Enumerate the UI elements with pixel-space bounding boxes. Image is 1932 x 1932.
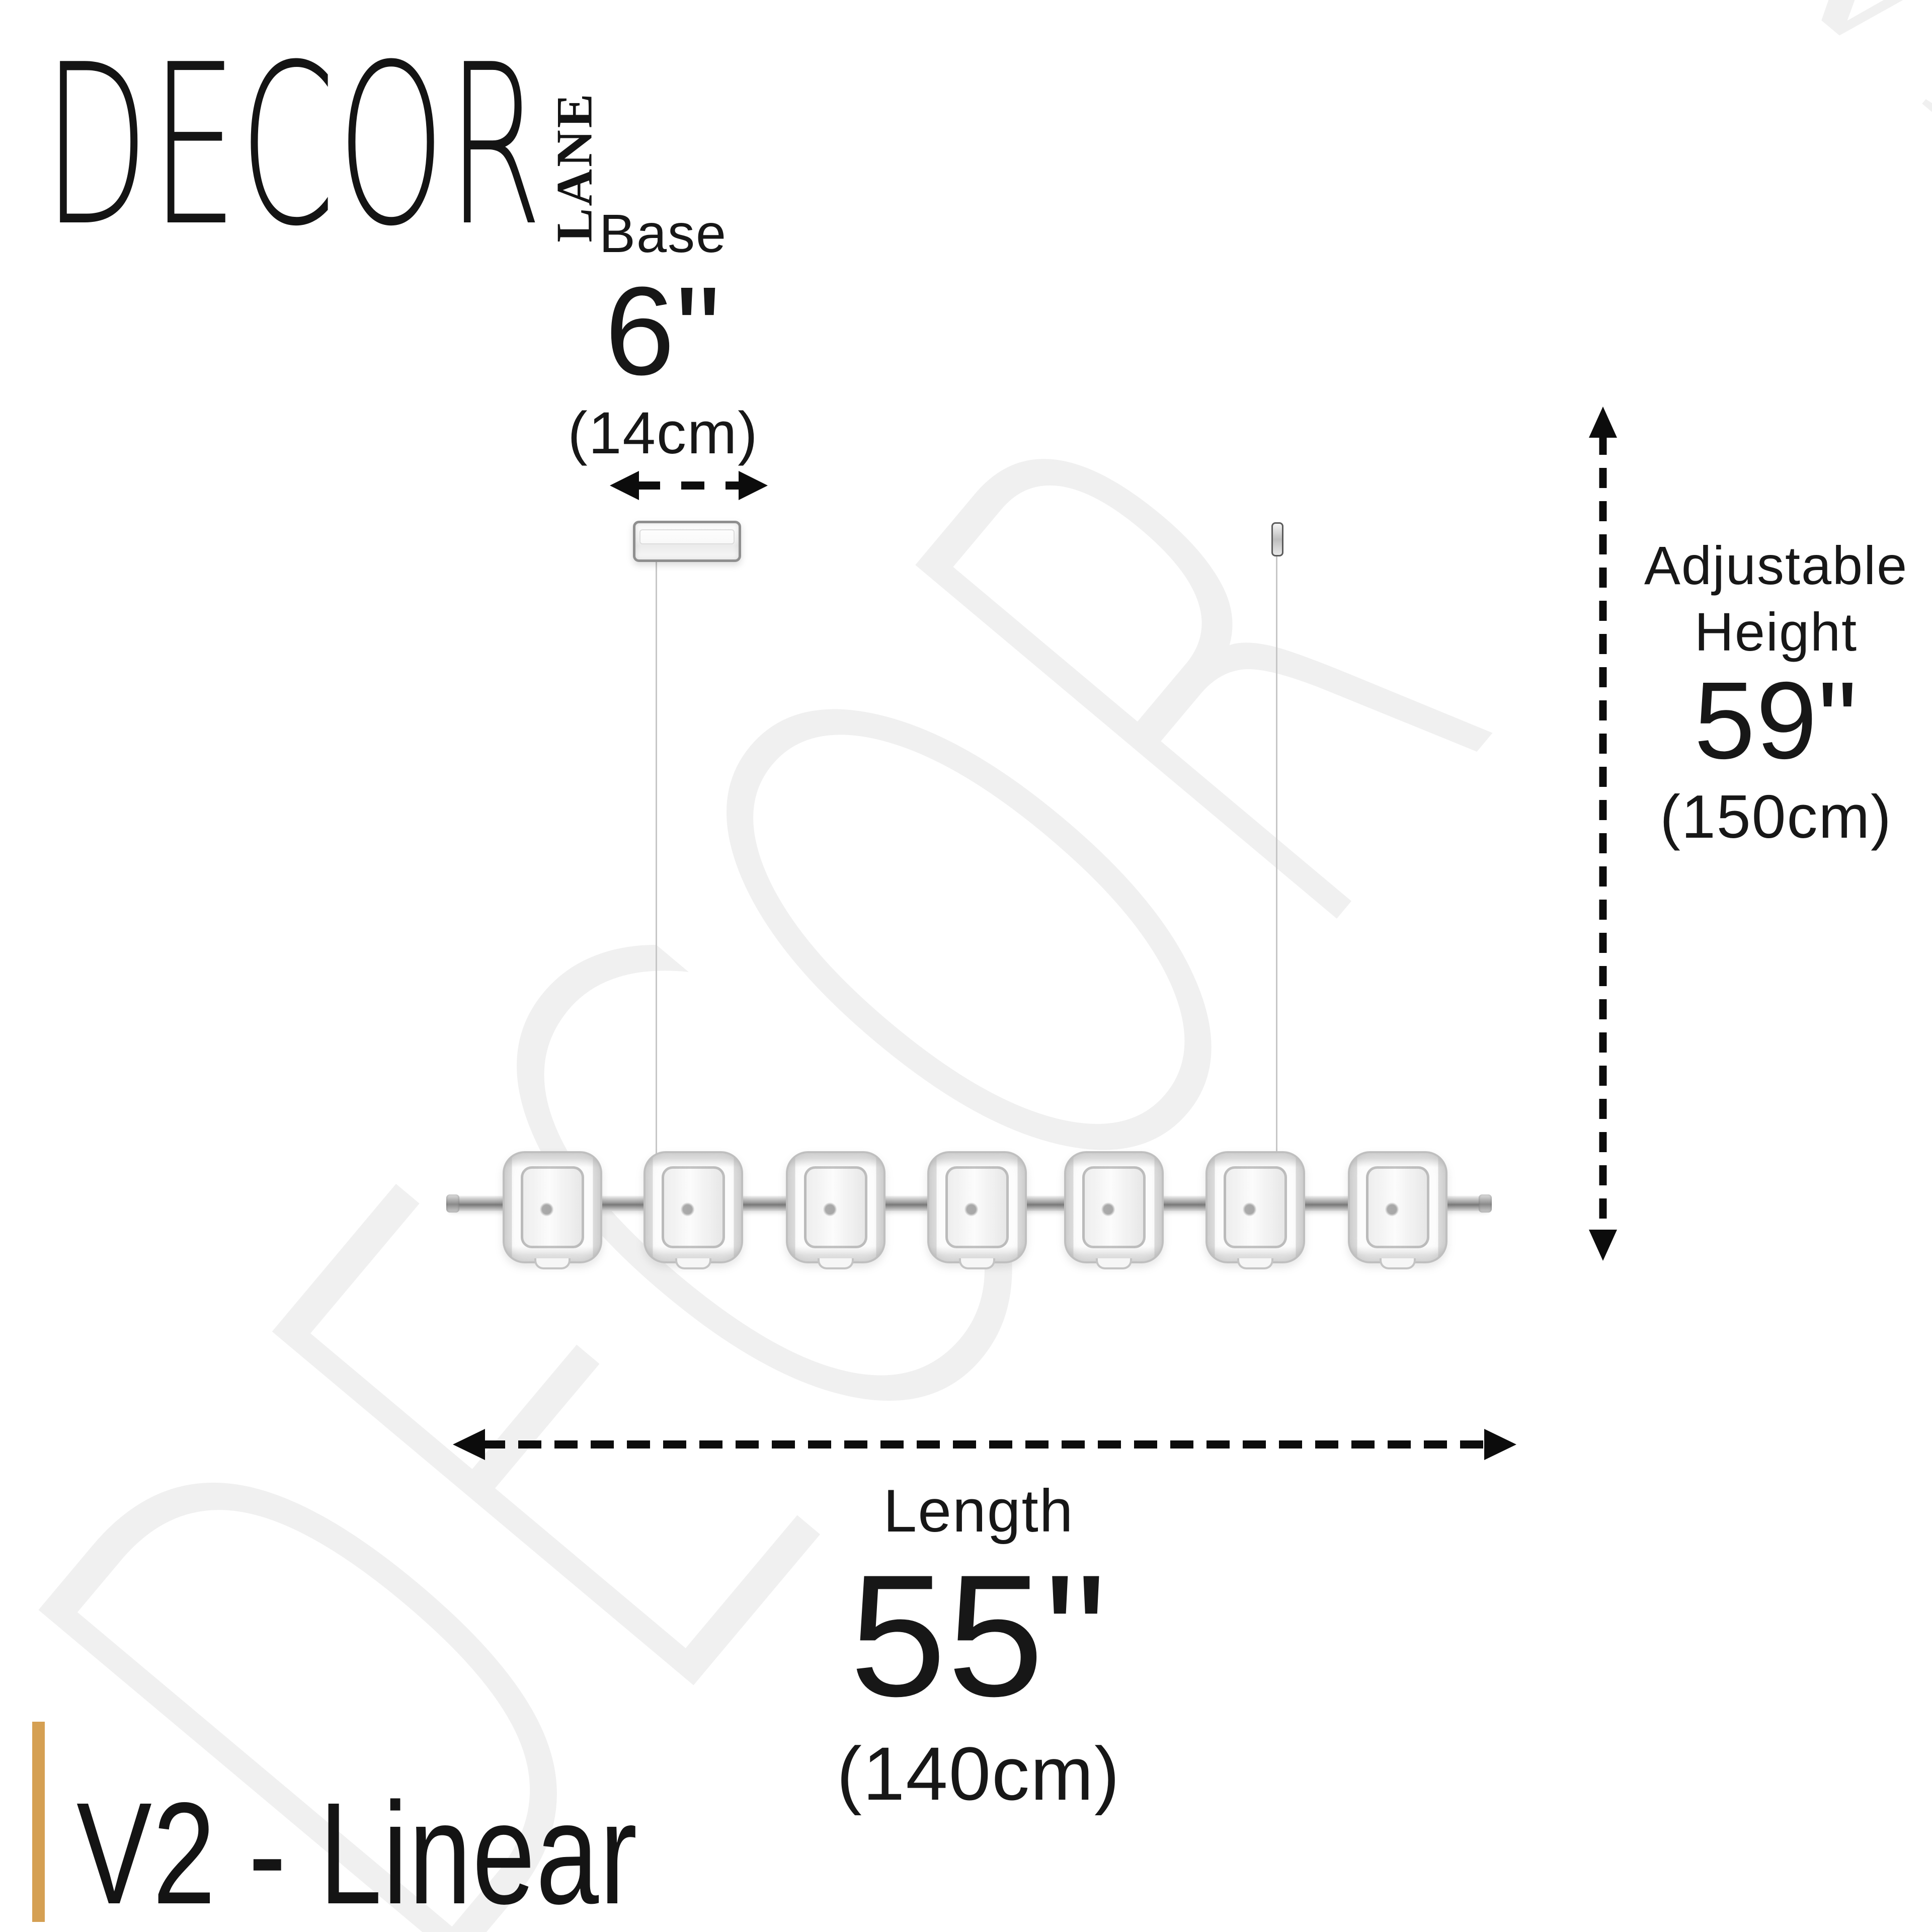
- variant-title: V2 - Linear: [76, 1773, 638, 1932]
- arrow-left-head-icon: [453, 1429, 485, 1460]
- base-metric: (14cm): [568, 399, 759, 466]
- length-arrow-icon: [453, 1429, 1516, 1460]
- brand-logo-decor: DECOR: [43, 17, 544, 275]
- arrow-right-head-icon: [1484, 1429, 1516, 1460]
- arrow-right-head-icon: [739, 471, 768, 500]
- base-dimension-block: Base 6" (14cm): [568, 200, 758, 472]
- glass-shade: [643, 1151, 743, 1263]
- height-inches: 59": [1694, 659, 1858, 782]
- length-inches: 55": [849, 1539, 1108, 1733]
- glass-shade: [1064, 1151, 1164, 1263]
- arrow-up-head-icon: [1589, 407, 1617, 438]
- accent-gold-bar: [32, 1722, 45, 1922]
- arrow-dashed-line: [482, 1440, 1487, 1448]
- glass-shade: [503, 1151, 602, 1263]
- suspension-wire-left: [656, 556, 657, 1201]
- rod-end-cap-left: [446, 1194, 459, 1213]
- wire-connector: [1271, 522, 1283, 556]
- base-label: Base: [599, 203, 728, 264]
- base-inches: 6": [605, 260, 721, 401]
- arrow-down-head-icon: [1589, 1230, 1617, 1261]
- adjustable-height-block: Adjustable Height 59" (150cm): [1644, 532, 1908, 856]
- glass-shade: [786, 1151, 886, 1263]
- height-label-line2: Height: [1694, 601, 1858, 662]
- brand-logo: DECOR LANE: [43, 35, 851, 257]
- length-metric: (140cm): [836, 1731, 1121, 1816]
- adjustable-height-arrow-icon: [1589, 407, 1617, 1261]
- arrow-left-head-icon: [610, 471, 639, 500]
- height-label-line1: Adjustable: [1644, 535, 1908, 596]
- watermark-decor-text: DECOR: [0, 261, 1647, 1932]
- glass-shade: [1348, 1151, 1447, 1263]
- length-dimension-block: Length 55" (140cm): [837, 1474, 1120, 1823]
- watermark-lane-text: LANE: [1568, 0, 1932, 171]
- ceiling-canopy: [633, 521, 741, 562]
- suspension-wire-right: [1276, 552, 1277, 1201]
- height-metric: (150cm): [1660, 782, 1892, 851]
- glass-shade: [927, 1151, 1027, 1263]
- length-label: Length: [883, 1477, 1074, 1545]
- arrow-dashed-line: [637, 481, 741, 490]
- rod-end-cap-right: [1479, 1194, 1492, 1213]
- arrow-dashed-line: [1599, 435, 1607, 1233]
- base-width-arrow-icon: [610, 471, 768, 500]
- glass-shade: [1205, 1151, 1305, 1263]
